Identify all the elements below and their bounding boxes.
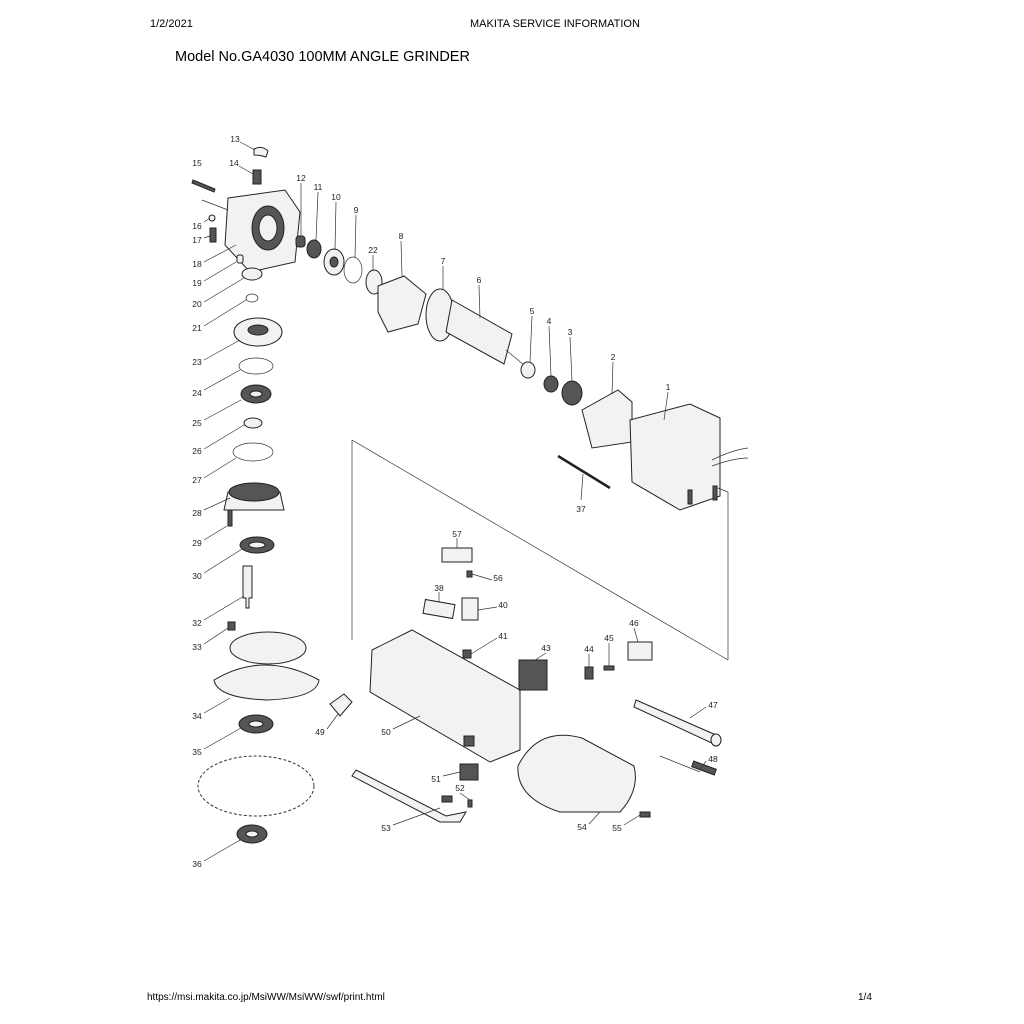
label-26: 26 bbox=[192, 446, 202, 456]
label-36: 36 bbox=[192, 859, 202, 869]
label-57: 57 bbox=[452, 529, 462, 539]
label-33: 33 bbox=[192, 642, 202, 652]
label-18: 18 bbox=[192, 259, 202, 269]
label-10: 10 bbox=[331, 192, 341, 202]
motor-housing-group bbox=[329, 547, 722, 823]
label-53: 53 bbox=[381, 823, 391, 833]
footer-url: https://msi.makita.co.jp/MsiWW/MsiWW/swf… bbox=[147, 992, 385, 1003]
label-41: 41 bbox=[498, 631, 508, 641]
label-51: 51 bbox=[431, 774, 441, 784]
label-25: 25 bbox=[192, 418, 202, 428]
label-17: 17 bbox=[192, 235, 202, 245]
label-27: 27 bbox=[192, 475, 202, 485]
label-13: 13 bbox=[230, 134, 240, 144]
label-46: 46 bbox=[629, 618, 639, 628]
label-45: 45 bbox=[604, 633, 614, 643]
label-34: 34 bbox=[192, 711, 202, 721]
label-35: 35 bbox=[192, 747, 202, 757]
part-labels: 1 2 3 4 5 6 7 8 9 10 11 12 13 14 15 16 1… bbox=[192, 134, 718, 869]
label-56: 56 bbox=[493, 573, 503, 583]
label-29: 29 bbox=[192, 538, 202, 548]
label-12: 12 bbox=[296, 173, 306, 183]
label-50: 50 bbox=[381, 727, 391, 737]
label-43: 43 bbox=[541, 643, 551, 653]
label-5: 5 bbox=[530, 306, 535, 316]
label-44: 44 bbox=[584, 644, 594, 654]
label-55: 55 bbox=[612, 823, 622, 833]
label-24: 24 bbox=[192, 388, 202, 398]
label-3: 3 bbox=[568, 327, 573, 337]
label-52: 52 bbox=[455, 783, 465, 793]
label-37: 37 bbox=[576, 504, 586, 514]
label-28: 28 bbox=[192, 508, 202, 518]
label-40: 40 bbox=[498, 600, 508, 610]
label-32: 32 bbox=[192, 618, 202, 628]
label-19: 19 bbox=[192, 278, 202, 288]
label-30: 30 bbox=[192, 571, 202, 581]
print-date: 1/2/2021 bbox=[150, 18, 193, 30]
label-9: 9 bbox=[354, 205, 359, 215]
label-49: 49 bbox=[315, 727, 325, 737]
label-4: 4 bbox=[547, 316, 552, 326]
label-47: 47 bbox=[708, 700, 718, 710]
label-54: 54 bbox=[577, 822, 587, 832]
label-38: 38 bbox=[434, 583, 444, 593]
label-7: 7 bbox=[441, 256, 446, 266]
label-8: 8 bbox=[399, 231, 404, 241]
page-title: Model No.GA4030 100MM ANGLE GRINDER bbox=[175, 49, 470, 65]
header-source: MAKITA SERVICE INFORMATION bbox=[470, 18, 640, 30]
label-20: 20 bbox=[192, 299, 202, 309]
label-21: 21 bbox=[192, 323, 202, 333]
label-2: 2 bbox=[611, 352, 616, 362]
label-14: 14 bbox=[229, 158, 239, 168]
label-23: 23 bbox=[192, 357, 202, 367]
label-48: 48 bbox=[708, 754, 718, 764]
label-15: 15 bbox=[192, 158, 202, 168]
label-6: 6 bbox=[477, 275, 482, 285]
page-number: 1/4 bbox=[858, 992, 872, 1003]
label-11: 11 bbox=[314, 182, 323, 192]
gear-housing-group bbox=[191, 146, 320, 844]
label-22: 22 bbox=[368, 245, 378, 255]
label-16: 16 bbox=[192, 221, 202, 231]
label-1: 1 bbox=[666, 382, 671, 392]
armature-group bbox=[295, 235, 749, 511]
